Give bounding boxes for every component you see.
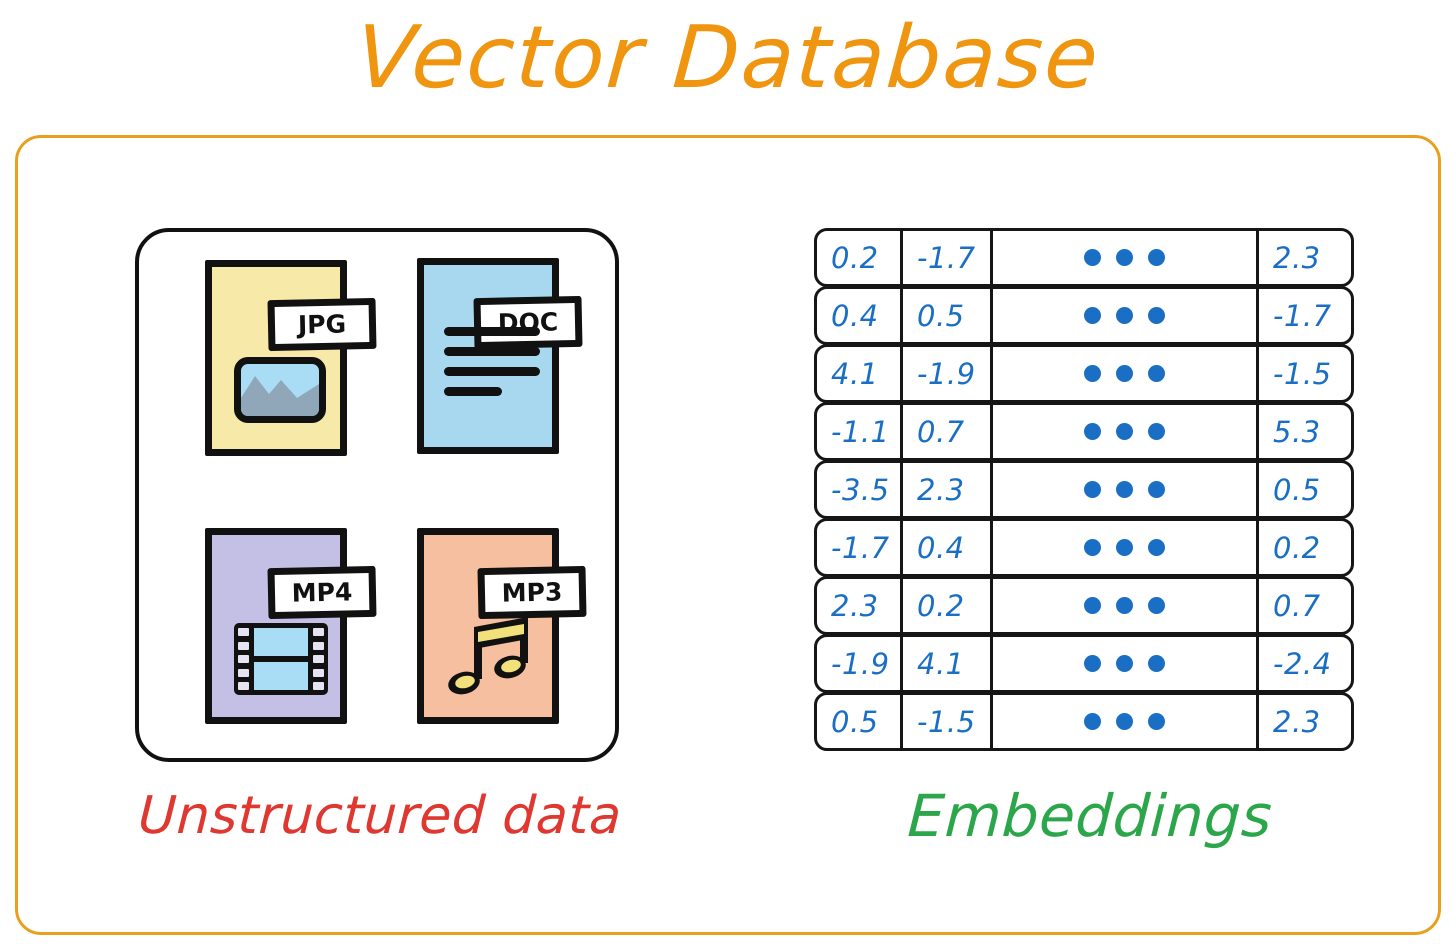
embedding-value: -2.4 <box>1273 646 1332 681</box>
embedding-value: 0.7 <box>1273 588 1321 623</box>
embedding-value: 4.1 <box>817 347 903 400</box>
embedding-value: 2.3 <box>1273 704 1321 739</box>
file-grid: JPG DOC MP4 <box>139 232 623 766</box>
embedding-value: -1.9 <box>817 637 903 690</box>
embedding-value: -1.7 <box>903 231 993 284</box>
unstructured-data-label: Unstructured data <box>136 786 624 846</box>
ellipsis-cell <box>993 637 1259 690</box>
ellipsis-dots-icon <box>1084 307 1165 324</box>
embedding-value: 0.4 <box>817 289 903 342</box>
ellipsis-cell <box>993 695 1259 748</box>
embedding-value: 5.3 <box>1273 414 1321 449</box>
outer-frame-border <box>15 135 1441 935</box>
ellipsis-cell <box>993 289 1259 342</box>
embedding-value: -3.5 <box>817 463 903 516</box>
embedding-value: -1.1 <box>817 405 903 458</box>
table-row: 4.1-1.9 -1.5 <box>814 344 1354 403</box>
embedding-value: 4.1 <box>903 637 993 690</box>
embedding-value: -1.7 <box>1273 298 1332 333</box>
file-type-label-mp3: MP3 <box>477 565 587 620</box>
embedding-value: 0.4 <box>903 521 993 574</box>
music-note-icon <box>444 613 540 697</box>
ellipsis-cell <box>993 579 1259 632</box>
ellipsis-dots-icon <box>1084 481 1165 498</box>
ellipsis-cell <box>993 405 1259 458</box>
table-row: 0.5-1.5 2.3 <box>814 692 1354 751</box>
embedding-value: 0.5 <box>1273 472 1321 507</box>
embedding-value: -1.7 <box>817 521 903 574</box>
embedding-value: 0.5 <box>903 289 993 342</box>
ellipsis-cell <box>993 521 1259 574</box>
embeddings-label: Embeddings <box>906 782 1274 850</box>
embedding-value: 2.3 <box>903 463 993 516</box>
ellipsis-dots-icon <box>1084 539 1165 556</box>
ellipsis-dots-icon <box>1084 423 1165 440</box>
embedding-value: 0.5 <box>817 695 903 748</box>
embedding-value: 2.3 <box>817 579 903 632</box>
embedding-value: -1.5 <box>903 695 993 748</box>
image-file-icon[interactable]: JPG <box>205 260 377 456</box>
ellipsis-dots-icon <box>1084 655 1165 672</box>
page-title: Vector Database <box>352 8 1104 108</box>
ellipsis-dots-icon <box>1084 365 1165 382</box>
embedding-value: -1.9 <box>903 347 993 400</box>
ellipsis-cell <box>993 231 1259 284</box>
table-row: 0.2-1.7 2.3 <box>814 228 1354 287</box>
ellipsis-dots-icon <box>1084 249 1165 266</box>
mountain-photo-icon <box>234 357 326 423</box>
ellipsis-cell <box>993 463 1259 516</box>
file-type-label-mp4: MP4 <box>267 565 377 620</box>
embedding-value: 0.2 <box>817 231 903 284</box>
embedding-value: -1.5 <box>1273 356 1332 391</box>
embedding-value: 0.2 <box>903 579 993 632</box>
video-file-icon[interactable]: MP4 <box>205 528 377 724</box>
ellipsis-cell <box>993 347 1259 400</box>
text-lines-icon <box>444 327 540 407</box>
ellipsis-dots-icon <box>1084 713 1165 730</box>
file-type-label-jpg: JPG <box>267 297 377 352</box>
ellipsis-dots-icon <box>1084 597 1165 614</box>
audio-file-icon[interactable]: MP3 <box>417 528 587 724</box>
embedding-value: 2.3 <box>1273 240 1321 275</box>
embedding-value: 0.2 <box>1273 530 1321 565</box>
document-file-icon[interactable]: DOC <box>417 258 583 454</box>
embedding-value: 0.7 <box>903 405 993 458</box>
film-strip-icon <box>234 623 328 695</box>
unstructured-data-box: JPG DOC MP4 <box>135 228 619 762</box>
